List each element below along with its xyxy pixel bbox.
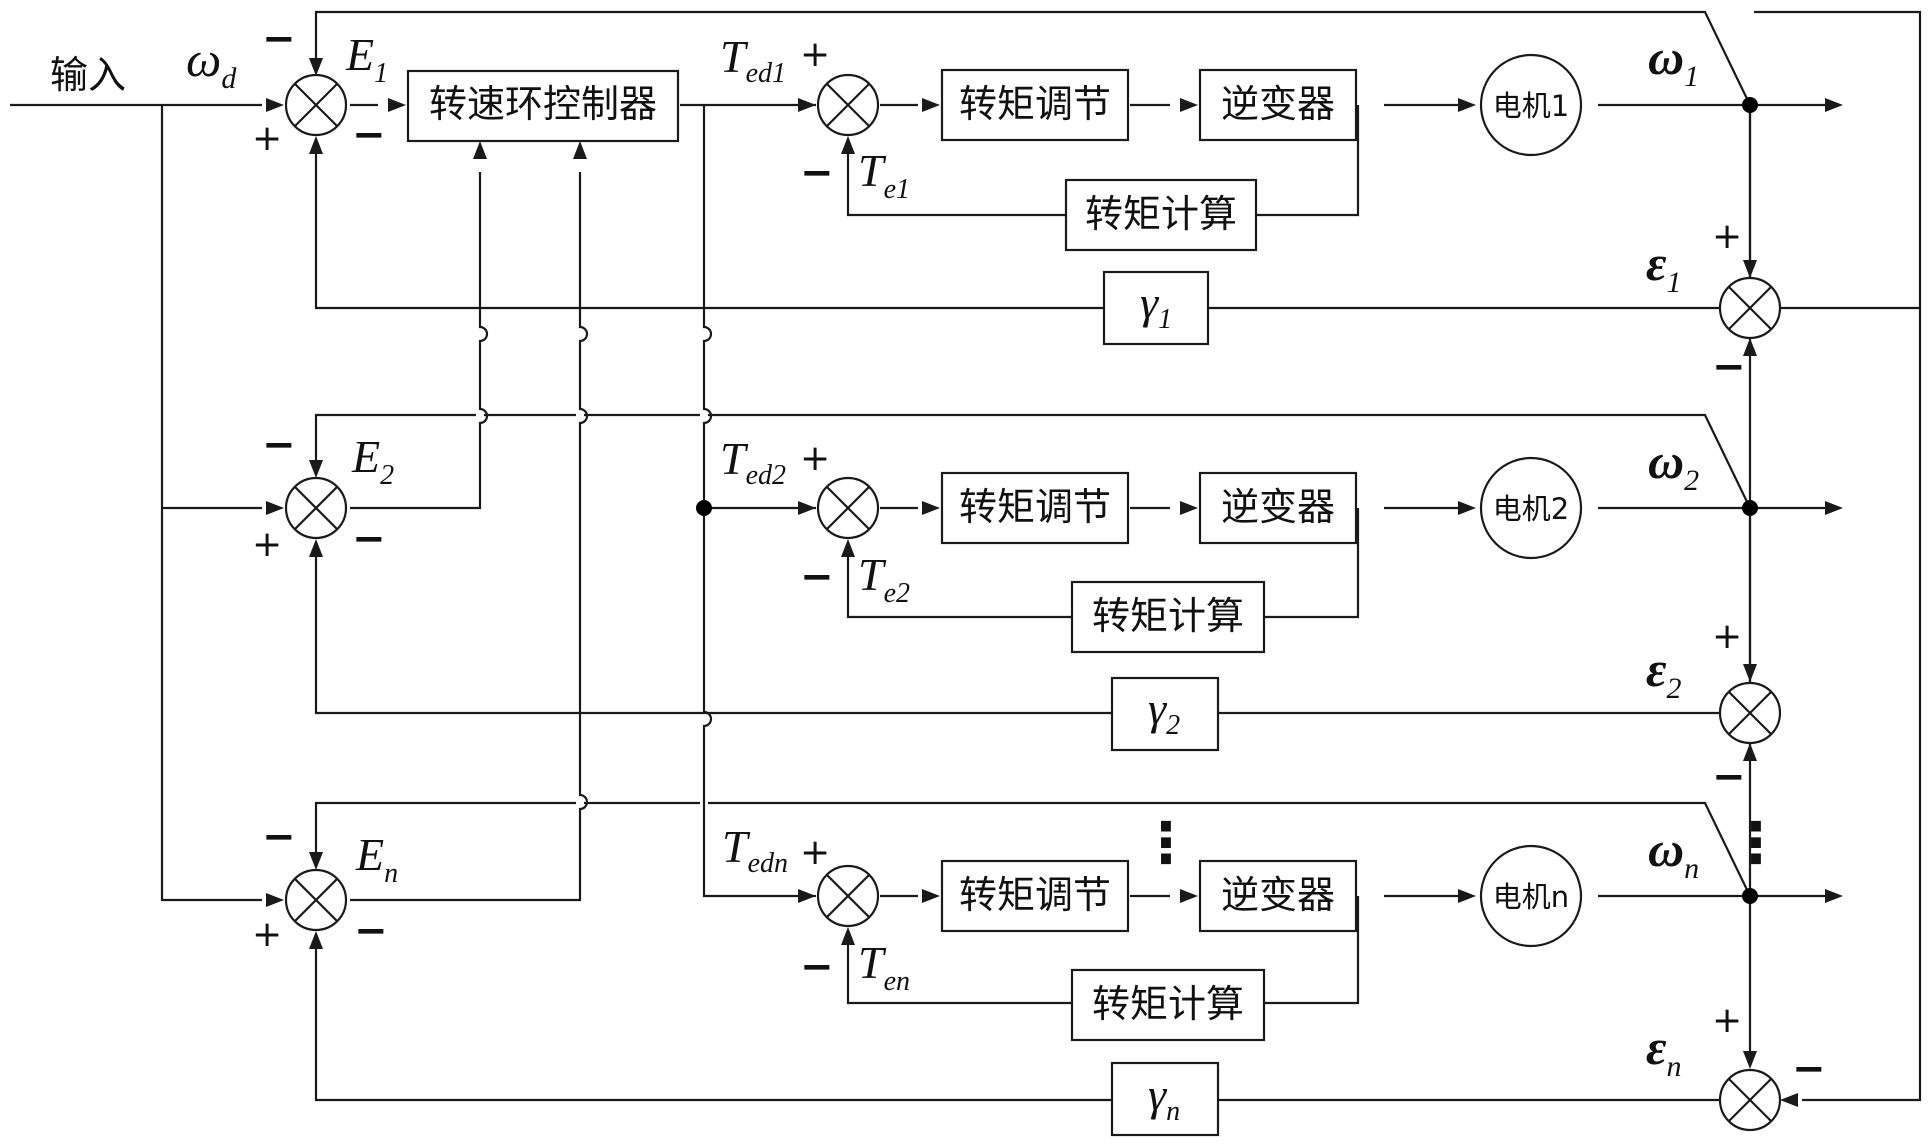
sum-junction-e2	[284, 476, 348, 540]
channel-2-blocks: 转矩调节 逆变器 转矩计算 电机2	[940, 456, 1583, 752]
error-label-2: E2	[351, 431, 394, 491]
arrowheads	[266, 58, 1843, 1107]
plus-sign: +	[1712, 1000, 1742, 1041]
minus-sign: −	[262, 16, 296, 62]
plus-sign: +	[252, 524, 282, 565]
sum-junction-eps-n	[1718, 1068, 1782, 1132]
sign-markers: − + − − + − − + − + − + − + − + − + − + …	[252, 16, 1826, 1092]
torque-ref-label-1: Ted1	[720, 31, 786, 89]
summing-junctions	[284, 73, 1782, 1132]
minus-sign: −	[262, 422, 296, 468]
error-label-1: E1	[345, 29, 388, 89]
plus-sign: +	[1712, 216, 1742, 257]
vertical-ellipsis: ⋮	[1728, 811, 1784, 876]
minus-sign: −	[352, 112, 386, 158]
speed-controller-label: 转速环控制器	[429, 82, 657, 126]
torque-fb-label-n: Ten	[858, 937, 910, 997]
motor-n-label: 电机n	[1493, 880, 1569, 914]
sum-junction-torque-n	[816, 864, 880, 928]
channel-n-blocks: 转矩调节 逆变器 转矩计算 电机n	[940, 844, 1583, 1137]
sync-error-label-2: ε2	[1646, 641, 1682, 705]
inverter-label: 逆变器	[1221, 873, 1335, 917]
motor-1-label: 电机1	[1493, 89, 1569, 123]
torque-fb-label-1: Te1	[858, 145, 910, 205]
speed-label-2: ω2	[1648, 433, 1699, 497]
sync-error-label-1: ε1	[1646, 235, 1682, 299]
speed-label-1: ω1	[1648, 29, 1699, 93]
torque-regulation-label: 转矩调节	[959, 485, 1111, 529]
input-labels: 输入 ωd	[50, 31, 237, 97]
sum-junction-eps-1	[1718, 276, 1782, 340]
minus-sign: −	[1712, 344, 1746, 390]
torque-calculation-label: 转矩计算	[1085, 192, 1237, 236]
sum-junction-torque-1	[816, 73, 880, 137]
plus-sign: +	[800, 438, 830, 479]
torque-calculation-label: 转矩计算	[1092, 982, 1244, 1026]
gain-label-n: γn	[1148, 1069, 1180, 1127]
minus-sign: −	[800, 150, 834, 196]
torque-ref-label-2: Ted2	[720, 433, 786, 491]
motor-2-label: 电机2	[1493, 492, 1569, 526]
vertical-ellipsis: ⋮	[1138, 811, 1194, 876]
torque-regulation-label: 转矩调节	[959, 873, 1111, 917]
plus-sign: +	[800, 832, 830, 873]
sum-junction-eps-2	[1718, 681, 1782, 745]
sum-junction-e1	[284, 73, 348, 137]
ellipsis-markers: ⋮ ⋮	[1138, 811, 1784, 876]
gain-label-1: γ1	[1140, 277, 1172, 335]
input-label: 输入	[50, 53, 126, 97]
plus-sign: +	[252, 914, 282, 955]
speed-controller-block: 转速环控制器	[406, 69, 680, 143]
sync-error-label-n: εn	[1646, 1019, 1682, 1083]
minus-sign: −	[800, 554, 834, 600]
minus-sign: −	[800, 944, 834, 990]
inverter-label: 逆变器	[1221, 82, 1335, 126]
omega-d-symbol: ωd	[186, 31, 237, 95]
minus-sign: −	[352, 516, 386, 562]
minus-sign: −	[1792, 1046, 1826, 1092]
plus-sign: +	[1712, 616, 1742, 657]
plus-sign: +	[800, 34, 830, 75]
torque-fb-label-2: Te2	[858, 549, 910, 609]
sum-junction-torque-2	[816, 476, 880, 540]
error-label-n: En	[355, 829, 398, 889]
channel-1-blocks: 转矩调节 逆变器 转矩计算 电机1	[940, 53, 1583, 346]
signal-wires	[10, 10, 1922, 1102]
inverter-label: 逆变器	[1221, 485, 1335, 529]
minus-sign: −	[262, 814, 296, 860]
minus-sign: −	[1712, 754, 1746, 800]
minus-sign: −	[354, 908, 388, 954]
sum-junction-en	[284, 868, 348, 932]
branch-dots	[696, 97, 1758, 904]
torque-regulation-label: 转矩调节	[959, 82, 1111, 126]
speed-label-n: ωn	[1648, 821, 1699, 885]
torque-calculation-label: 转矩计算	[1092, 594, 1244, 638]
plus-sign: +	[252, 118, 282, 159]
gain-label-2: γ2	[1148, 683, 1180, 741]
torque-ref-label-n: Tedn	[722, 821, 788, 879]
